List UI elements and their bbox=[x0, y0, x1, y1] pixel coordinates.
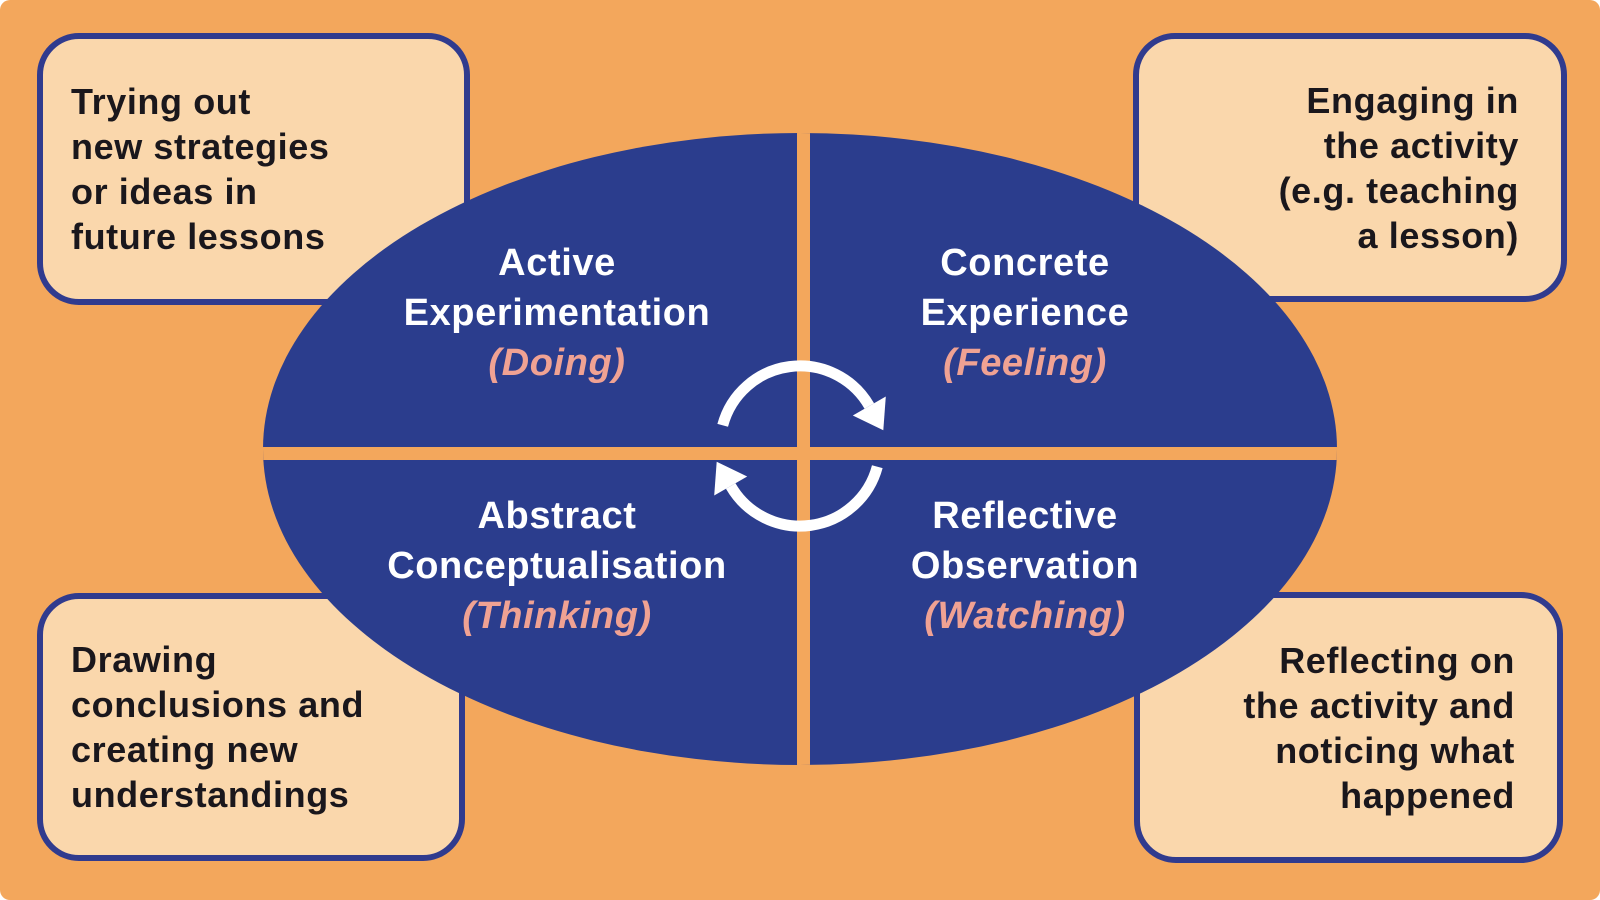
quadrant-abstract-conceptualisation: Abstract Conceptualisation (Thinking) bbox=[317, 491, 797, 641]
text-line: Engaging in bbox=[1306, 79, 1519, 121]
text-line: future lessons bbox=[71, 216, 326, 257]
text-line: new strategies bbox=[71, 126, 330, 167]
text-line: the activity and bbox=[1243, 684, 1515, 726]
quadrant-divider-vertical bbox=[797, 133, 810, 765]
text-line: Experience bbox=[920, 292, 1130, 334]
text-line-accent: (Doing) bbox=[488, 342, 626, 384]
cycle-arrowhead-left bbox=[714, 461, 748, 496]
text-line: happened bbox=[1340, 774, 1515, 816]
text-line: or ideas in bbox=[71, 171, 258, 212]
cycle-ellipse: Active Experimentation (Doing) Concrete … bbox=[263, 133, 1337, 765]
cycle-arc-bottom bbox=[725, 465, 883, 532]
text-line: Observation bbox=[910, 545, 1140, 587]
quadrant-concrete-experience: Concrete Experience (Feeling) bbox=[785, 238, 1265, 388]
text-line: understandings bbox=[71, 774, 350, 815]
cycle-arrowhead-right bbox=[852, 396, 886, 431]
text-line: noticing what bbox=[1275, 729, 1515, 771]
quadrant-reflective-observation: Reflective Observation (Watching) bbox=[785, 491, 1265, 641]
text-line: Concrete bbox=[940, 242, 1110, 284]
text-line: (e.g. teaching bbox=[1278, 169, 1519, 211]
quadrant-active-experimentation: Active Experimentation (Doing) bbox=[317, 238, 797, 388]
text-line: Conceptualisation bbox=[387, 545, 727, 587]
cycle-arrows-icon bbox=[714, 360, 886, 532]
text-line: Reflecting on bbox=[1279, 639, 1515, 681]
text-line: a lesson) bbox=[1357, 214, 1519, 256]
text-line: Trying out bbox=[71, 81, 251, 122]
text-line-accent: (Feeling) bbox=[943, 342, 1107, 384]
text-line: the activity bbox=[1323, 124, 1519, 166]
callout-top-right: Engaging in the activity (e.g. teaching … bbox=[1133, 33, 1567, 302]
text-line: Drawing bbox=[71, 639, 218, 680]
text-line: Abstract bbox=[477, 495, 637, 537]
callout-top-left: Trying out new strategies or ideas in fu… bbox=[37, 33, 470, 305]
text-line: conclusions and bbox=[71, 684, 365, 725]
text-line: Reflective bbox=[932, 495, 1118, 537]
text-line: creating new bbox=[71, 729, 299, 770]
text-line: Active bbox=[498, 242, 616, 284]
cycle-arc-top bbox=[717, 360, 875, 427]
text-line-accent: (Thinking) bbox=[462, 595, 652, 637]
text-line-accent: (Watching) bbox=[924, 595, 1126, 637]
text-line: Experimentation bbox=[403, 292, 711, 334]
